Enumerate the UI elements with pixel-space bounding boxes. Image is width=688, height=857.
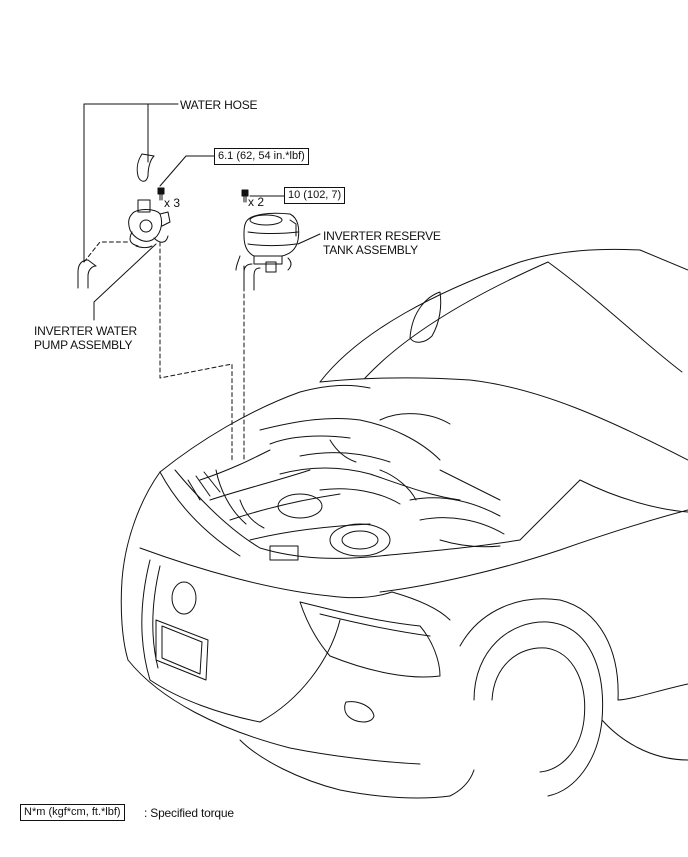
pump-bolt [157, 187, 165, 201]
car-body [120, 248, 688, 799]
water-hose-upper [136, 153, 155, 182]
tank-bolt-quantity: x 2 [248, 195, 265, 209]
water-hose-label: WATER HOSE [180, 98, 258, 112]
engine-bay [187, 413, 505, 561]
reserve-tank-part [235, 212, 300, 291]
pump-label-line2: PUMP ASSEMBLY [34, 338, 133, 352]
leader-lines [83, 103, 321, 321]
tank-label-line2: TANK ASSEMBLY [323, 243, 418, 257]
location-lines [83, 241, 245, 461]
pump-label-line1: INVERTER WATER [34, 324, 137, 338]
pump-bolt-torque-box: 6.1 (62, 54 in.*lbf) [214, 148, 309, 165]
tank-bolt [241, 189, 249, 203]
tank-label-line1: INVERTER RESERVE [323, 229, 441, 243]
water-hose-lower [77, 259, 97, 289]
pump-bolt-quantity: x 3 [164, 196, 181, 210]
legend-description: : Specified torque [144, 806, 234, 820]
legend-unit-box: N*m (kgf*cm, ft.*lbf) [20, 804, 125, 821]
tank-bolt-torque-box: 10 (102, 7) [284, 187, 346, 204]
water-pump-part [128, 199, 171, 248]
